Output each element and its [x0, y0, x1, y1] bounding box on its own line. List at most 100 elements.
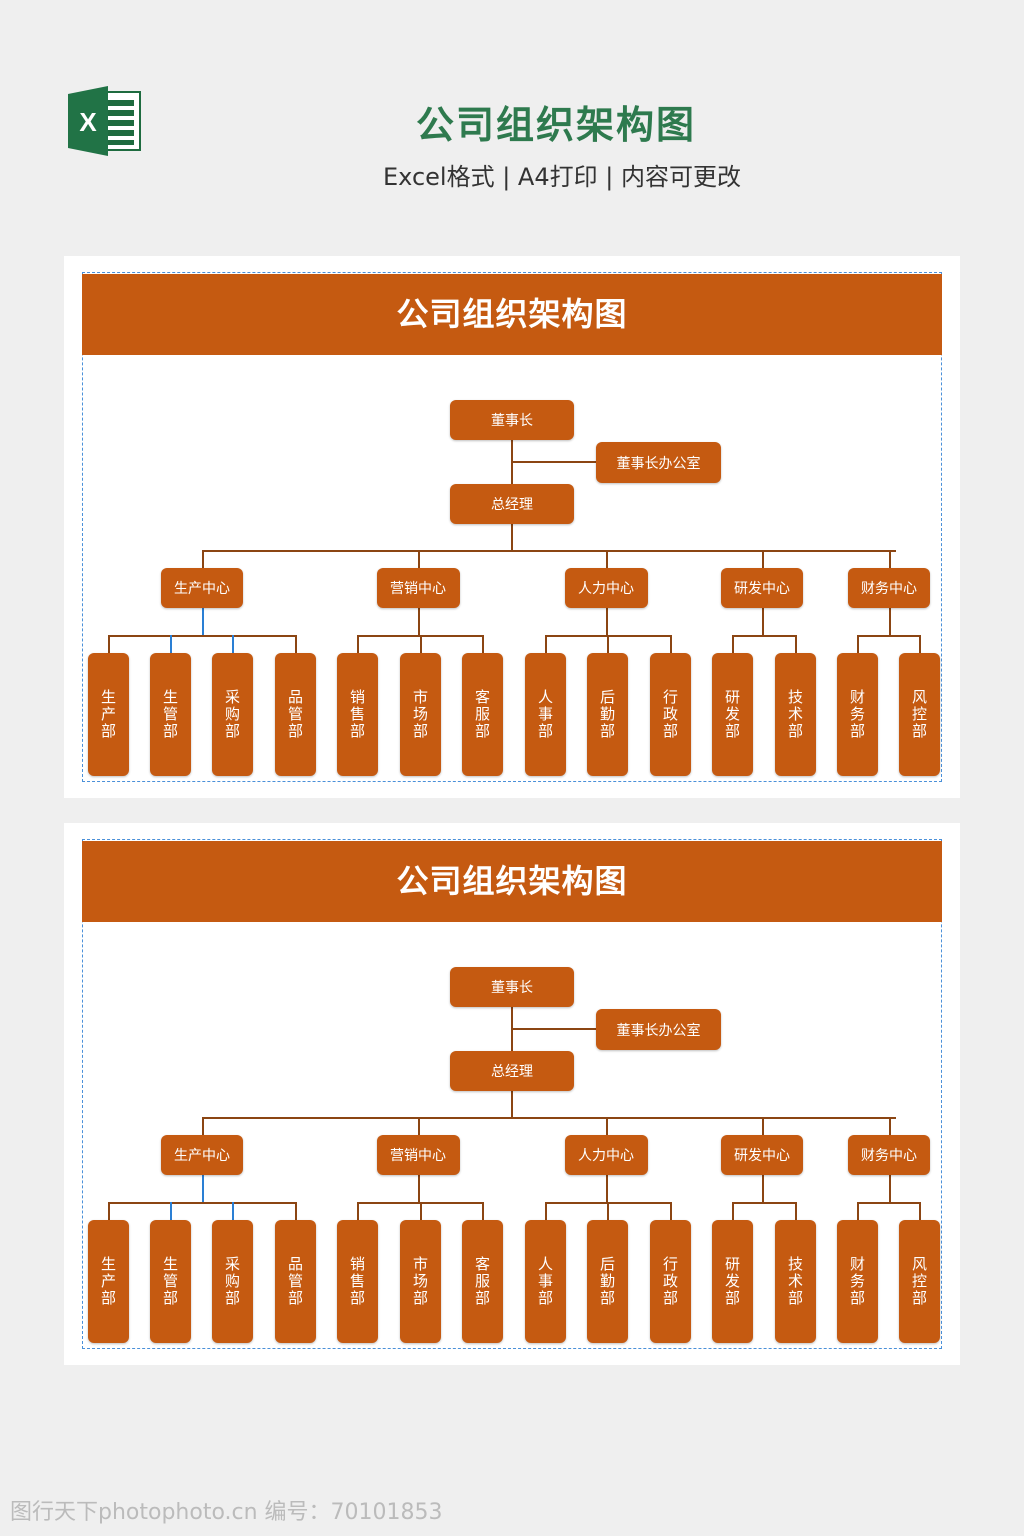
node-department: 行政部	[650, 1220, 691, 1343]
connector-line	[295, 635, 297, 653]
connector-line	[857, 1202, 921, 1204]
connector-line	[889, 1175, 891, 1203]
node-general-manager: 总经理	[450, 1051, 574, 1091]
node-general-manager: 总经理	[450, 484, 574, 524]
connector-line	[919, 635, 921, 653]
connector-line	[857, 635, 921, 637]
node-center: 研发中心	[721, 568, 803, 608]
connector-line	[545, 1202, 547, 1220]
connector-line	[795, 635, 797, 653]
node-department: 人事部	[525, 1220, 566, 1343]
connector-line	[670, 635, 672, 653]
connector-line	[202, 1117, 896, 1119]
node-center: 生产中心	[161, 568, 243, 608]
node-chairman: 董事长	[450, 967, 574, 1007]
connector-line	[607, 1202, 609, 1220]
connector-line	[762, 1117, 764, 1135]
node-chairman-office: 董事长办公室	[596, 1009, 721, 1050]
connector-line	[732, 635, 734, 653]
connector-line	[418, 550, 420, 568]
connector-line	[607, 635, 609, 653]
connector-line	[889, 1117, 891, 1135]
connector-line	[202, 550, 896, 552]
connector-line	[606, 550, 608, 568]
connector-line	[170, 635, 172, 653]
node-department: 市场部	[400, 653, 441, 776]
connector-line	[732, 1202, 734, 1220]
node-department: 采购部	[212, 1220, 253, 1343]
node-center: 财务中心	[848, 1135, 930, 1175]
connector-line	[420, 1202, 422, 1220]
node-center: 研发中心	[721, 1135, 803, 1175]
connector-line	[732, 1202, 797, 1204]
connector-line	[202, 608, 204, 636]
node-department: 后勤部	[587, 653, 628, 776]
node-department: 行政部	[650, 653, 691, 776]
connector-line	[202, 1117, 204, 1135]
connector-line	[762, 608, 764, 636]
node-center: 人力中心	[564, 1135, 648, 1175]
org-chart-card-2: 公司组织架构图董事长董事长办公室总经理生产中心生产部生管部采购部品管部营销中心销…	[64, 823, 960, 1365]
node-department: 生产部	[88, 653, 129, 776]
node-center: 营销中心	[376, 1135, 460, 1175]
node-department: 客服部	[462, 653, 503, 776]
node-department: 人事部	[525, 653, 566, 776]
connector-line	[357, 1202, 359, 1220]
connector-line	[357, 635, 359, 653]
node-department: 销售部	[337, 1220, 378, 1343]
node-department: 财务部	[837, 653, 878, 776]
node-department: 研发部	[712, 653, 753, 776]
connector-line	[670, 1202, 672, 1220]
page-title: 公司组织架构图	[415, 103, 696, 147]
connector-line	[170, 1202, 172, 1220]
connector-line	[857, 1202, 859, 1220]
node-department: 后勤部	[587, 1220, 628, 1343]
node-department: 品管部	[275, 653, 316, 776]
connector-line	[762, 1175, 764, 1203]
node-department: 研发部	[712, 1220, 753, 1343]
watermark: 图行天下photophoto.cn 编号：70101853	[10, 1500, 443, 1525]
connector-line	[232, 1202, 234, 1220]
dashed-frame	[82, 839, 942, 1349]
node-department: 技术部	[775, 1220, 816, 1343]
connector-line	[732, 635, 797, 637]
connector-line	[606, 608, 608, 636]
node-department: 生产部	[88, 1220, 129, 1343]
connector-line	[545, 635, 547, 653]
connector-line	[919, 1202, 921, 1220]
node-department: 采购部	[212, 653, 253, 776]
connector-line	[889, 550, 891, 568]
page-subtitle: Excel格式 | A4打印 | 内容可更改	[383, 163, 741, 191]
node-department: 市场部	[400, 1220, 441, 1343]
connector-line	[108, 1202, 110, 1220]
connector-line	[511, 1028, 601, 1030]
node-department: 风控部	[899, 653, 940, 776]
node-department: 技术部	[775, 653, 816, 776]
connector-line	[482, 1202, 484, 1220]
connector-line	[108, 635, 297, 637]
node-department: 客服部	[462, 1220, 503, 1343]
dashed-frame	[82, 272, 942, 782]
node-chairman-office: 董事长办公室	[596, 442, 721, 483]
connector-line	[108, 1202, 297, 1204]
node-center: 人力中心	[564, 568, 648, 608]
node-center: 生产中心	[161, 1135, 243, 1175]
node-department: 生管部	[150, 653, 191, 776]
connector-line	[606, 1117, 608, 1135]
connector-line	[857, 635, 859, 653]
connector-line	[511, 461, 601, 463]
connector-line	[418, 1175, 420, 1203]
org-chart-card-1: 公司组织架构图董事长董事长办公室总经理生产中心生产部生管部采购部品管部营销中心销…	[64, 256, 960, 798]
connector-line	[202, 550, 204, 568]
node-center: 营销中心	[376, 568, 460, 608]
node-chairman: 董事长	[450, 400, 574, 440]
chart-title: 公司组织架构图	[82, 841, 942, 922]
svg-text:X: X	[79, 107, 97, 137]
node-department: 风控部	[899, 1220, 940, 1343]
connector-line	[762, 550, 764, 568]
connector-line	[420, 635, 422, 653]
chart-title: 公司组织架构图	[82, 274, 942, 355]
excel-logo-icon: X	[68, 86, 142, 156]
connector-line	[202, 1175, 204, 1203]
node-center: 财务中心	[848, 568, 930, 608]
